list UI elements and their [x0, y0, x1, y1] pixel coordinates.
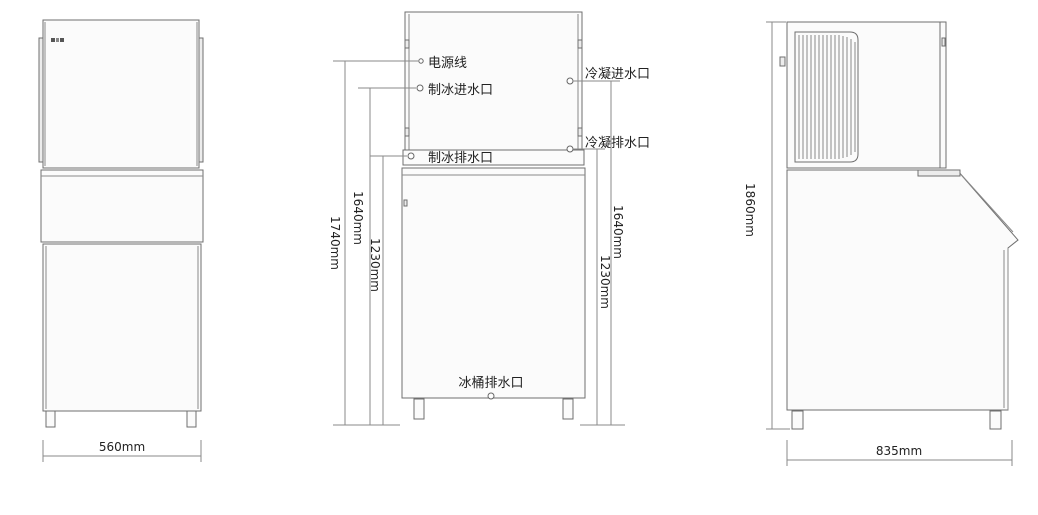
side-leg-right: [989, 410, 1002, 430]
bin-drain-port-icon: [487, 392, 495, 400]
label-bin-drain: 冰桶排水口: [458, 376, 523, 391]
rear-leg-right: [562, 398, 574, 420]
side-view: 1860mm 835mm: [743, 21, 1019, 466]
side-storage-bin: [786, 169, 1019, 411]
rear-view: 电源线 制冰进水口 制冰排水口 冷凝进水口 冷凝排水口 冰桶排水口 1740mm…: [328, 11, 650, 426]
dim-left-1640: 1640mm: [351, 191, 365, 245]
front-storage-bin: [42, 243, 202, 412]
label-ice-drain: 制冰排水口: [428, 151, 493, 166]
dim-right-1640: 1640mm: [611, 205, 625, 259]
label-condenser-inlet: 冷凝进水口: [585, 66, 650, 82]
front-width-label: 560mm: [99, 440, 145, 454]
power-cord-port-icon: [418, 58, 424, 64]
ice-inlet-port-icon: [416, 84, 424, 92]
rear-leg-left: [413, 398, 425, 420]
side-height-label: 1860mm: [743, 183, 757, 237]
rear-storage-bin: [401, 167, 586, 399]
front-leg-left: [45, 410, 56, 428]
front-collar-band: [40, 169, 204, 243]
label-ice-inlet: 制冰进水口: [428, 83, 493, 98]
front-ice-maker-head: [42, 19, 200, 169]
label-condenser-drain: 冷凝排水口: [585, 135, 650, 151]
front-leg-right: [186, 410, 197, 428]
label-power-cord: 电源线: [428, 56, 467, 71]
dim-right-1230: 1230mm: [598, 255, 612, 309]
condenser-drain-port-icon: [566, 145, 574, 153]
side-leg-left: [791, 410, 804, 430]
condenser-inlet-port-icon: [566, 77, 574, 85]
ice-drain-port-icon: [407, 152, 415, 160]
side-depth-label: 835mm: [876, 444, 922, 458]
side-handle: [917, 169, 961, 177]
rear-ice-maker-head: [404, 11, 583, 153]
side-vent-grille: [794, 31, 859, 163]
brand-logo-icon: [51, 38, 64, 42]
dim-left-1230: 1230mm: [368, 238, 382, 292]
dim-left-1740: 1740mm: [328, 216, 342, 270]
front-view: 560mm: [38, 19, 204, 462]
